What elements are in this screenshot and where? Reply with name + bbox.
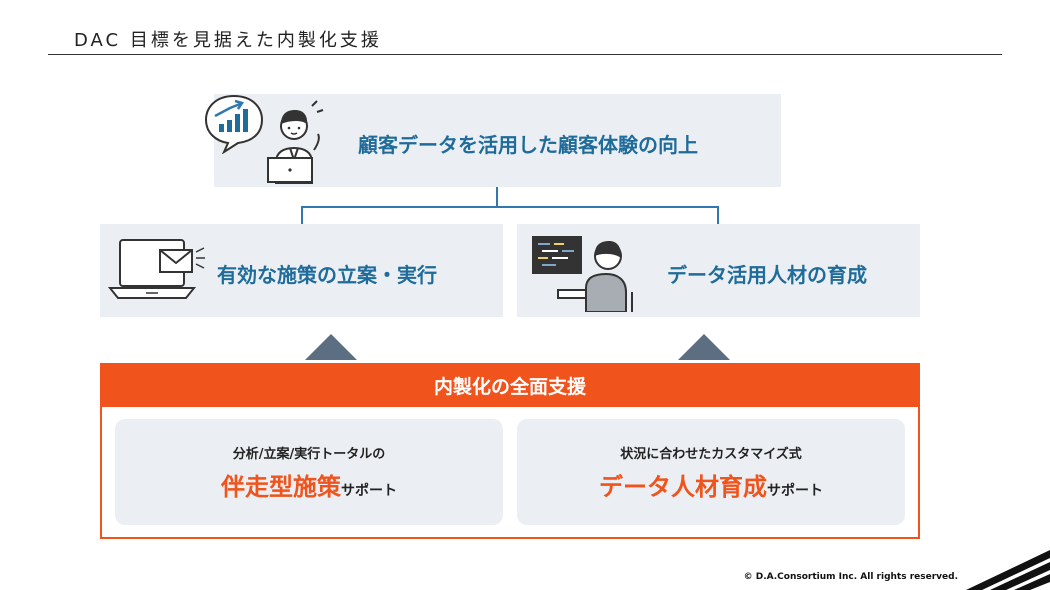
laptop-mail-icon: [107, 239, 205, 299]
support-right-title: データ人材育成サポート: [517, 467, 905, 502]
connector-right-drop: [717, 206, 719, 224]
connector-vertical: [496, 187, 498, 207]
arrow-up-left: [305, 334, 357, 360]
arrow-up-right: [678, 334, 730, 360]
support-left-suffix: サポート: [341, 483, 397, 499]
connector-horizontal: [301, 206, 719, 208]
corner-stripes-decoration: [966, 550, 1050, 590]
person-monitor-icon: [532, 236, 633, 312]
outcome-left-label: 有効な施策の立案・実行: [217, 263, 437, 287]
support-right-highlight: データ人材育成: [599, 473, 767, 501]
person-laptop-icon: [267, 100, 324, 184]
support-left-title: 伴走型施策サポート: [115, 467, 503, 502]
support-right-caption: 状況に合わせたカスタマイズ式: [620, 447, 802, 462]
support-header: 内製化の全面支援: [100, 363, 920, 407]
outcome-box-right: [517, 224, 920, 317]
title-divider: [48, 54, 1002, 55]
outcome-right-label: データ活用人材の育成: [667, 263, 867, 287]
support-card-left: 分析/立案/実行トータルの 伴走型施策サポート: [115, 419, 503, 525]
goal-label: 顧客データを活用した顧客体験の向上: [358, 133, 698, 157]
support-right-suffix: サポート: [767, 483, 823, 499]
chart-speech-bubble-icon: [204, 94, 264, 154]
copyright-text: © D.A.Consortium Inc. All rights reserve…: [743, 572, 958, 582]
support-left-highlight: 伴走型施策: [221, 473, 341, 501]
connector-left-drop: [301, 206, 303, 224]
support-card-right: 状況に合わせたカスタマイズ式 データ人材育成サポート: [517, 419, 905, 525]
page-title: DAC 目標を見据えた内製化支援: [74, 30, 382, 51]
support-left-caption: 分析/立案/実行トータルの: [232, 447, 386, 462]
